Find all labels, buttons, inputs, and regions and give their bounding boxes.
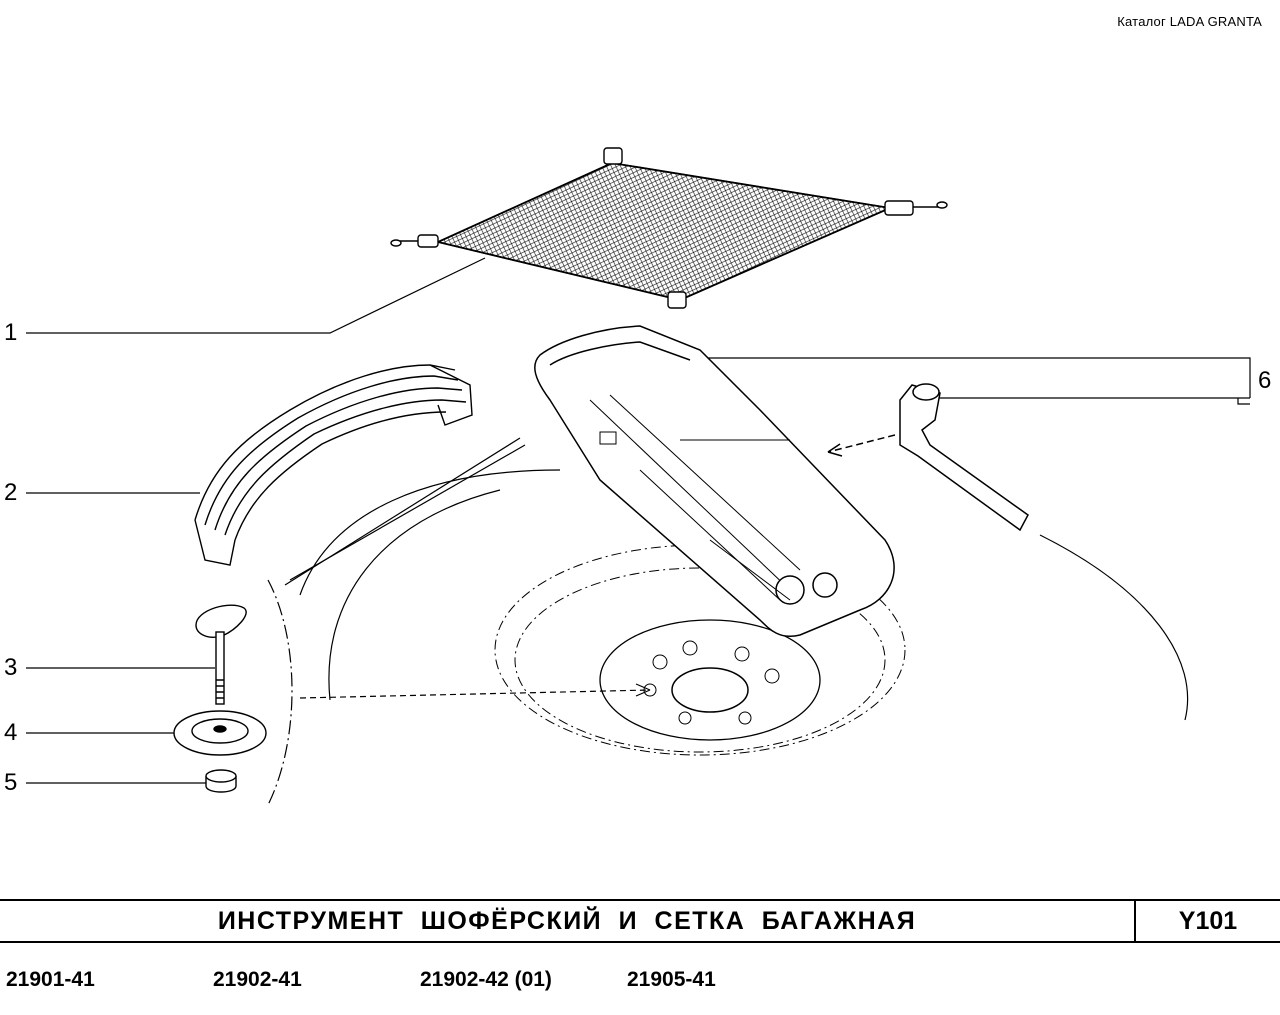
parts-drawing xyxy=(26,147,1251,806)
spare-wheel xyxy=(494,544,906,756)
trunk-outline xyxy=(267,437,1189,806)
model-code: 21905-41 xyxy=(627,968,716,991)
title-divider xyxy=(1134,901,1136,941)
jack-case xyxy=(534,325,895,637)
title-bar: ИНСТРУМЕНТ ШОФЁРСКИЙ И СЕТКА БАГАЖНАЯ Y1… xyxy=(0,899,1280,943)
wheel-wrench xyxy=(827,383,1029,532)
page-title: ИНСТРУМЕНТ ШОФЁРСКИЙ И СЕТКА БАГАЖНАЯ xyxy=(217,906,917,935)
spare-wheel-bolt xyxy=(195,604,247,705)
callout-5: 5 xyxy=(4,769,18,796)
callout-6: 6 xyxy=(1258,367,1272,394)
model-code: 21901-41 xyxy=(6,968,95,991)
callout-2: 2 xyxy=(4,479,18,506)
cargo-net xyxy=(390,147,948,309)
washer xyxy=(173,710,267,756)
catalog-label: Каталог LADA GRANTA xyxy=(1117,14,1262,29)
retaining-strap xyxy=(194,364,473,566)
section-code: Y101 xyxy=(1178,906,1238,935)
callout-4: 4 xyxy=(4,719,18,746)
callout-1: 1 xyxy=(4,319,18,346)
model-code: 21902-42 (01) xyxy=(420,968,552,991)
spacer xyxy=(205,769,237,793)
callout-3: 3 xyxy=(4,654,18,681)
leader-lines xyxy=(26,257,1251,784)
model-code: 21902-41 xyxy=(213,968,302,991)
